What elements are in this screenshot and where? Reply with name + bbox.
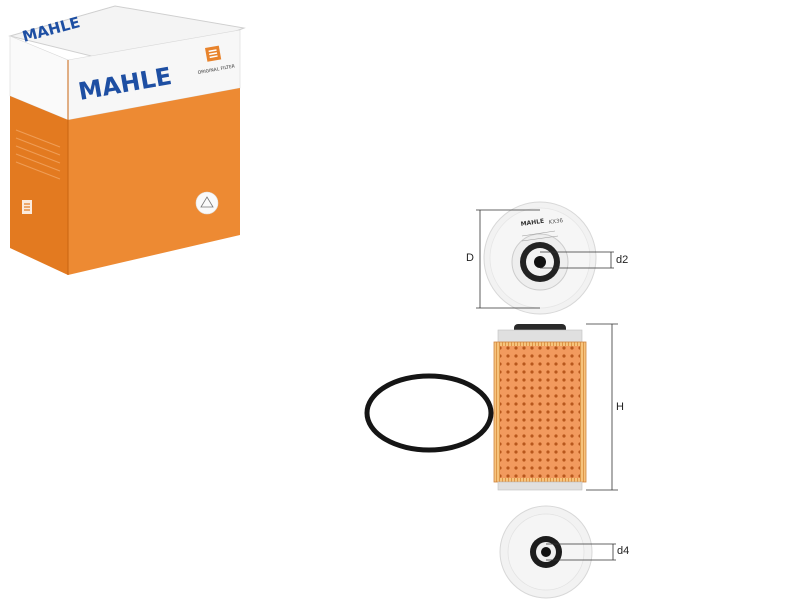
o-ring-gasket (364, 373, 494, 453)
dimension-label-d2: d2 (616, 254, 629, 266)
top-view: MAHLE KX36 (476, 201, 614, 315)
recycle-icon (200, 196, 214, 208)
dimension-label-d4: d4 (617, 545, 630, 557)
bottom-view (499, 505, 616, 599)
box-sticker (195, 191, 219, 215)
cap-part-label: KX36 (548, 218, 564, 226)
product-box: MAHLE MAHLE ORIGINAL FILTER (0, 0, 250, 280)
side-view (493, 323, 618, 491)
box-corner-logo-icon (205, 45, 222, 62)
box-side-logo-icon (22, 200, 32, 214)
product-box-illustration: MAHLE MAHLE ORIGINAL FILTER (8, 5, 246, 275)
cap-brand-label: MAHLE (520, 218, 544, 228)
dimension-label-h: H (616, 401, 624, 413)
dimension-label-d: D (466, 252, 474, 264)
